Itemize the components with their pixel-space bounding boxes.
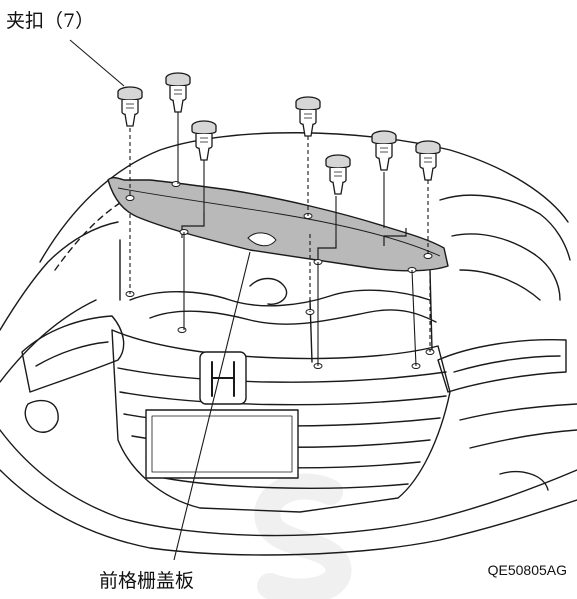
guide-line (427, 180, 431, 352)
emblem-h (211, 361, 235, 397)
fog-lamp-right (499, 471, 549, 491)
grille-slat (163, 477, 409, 489)
engine-bay-line (249, 277, 288, 305)
clip-guide-lines (129, 112, 431, 367)
mount-point (177, 327, 187, 333)
clip (295, 96, 321, 137)
watermark-shape (254, 473, 352, 599)
clip (165, 72, 191, 113)
front-grille-cover (107, 177, 449, 272)
right-headlamp (437, 339, 567, 393)
engine-bay-line (129, 289, 431, 307)
left-fender (0, 221, 119, 331)
clip (117, 86, 143, 127)
cover-bracket-right (383, 228, 407, 246)
engine-bay-line (451, 233, 561, 301)
cover-top-edge (117, 187, 441, 257)
cover-leader-line (173, 251, 251, 561)
engine-bay-line (459, 269, 541, 301)
guide-line (317, 196, 337, 366)
hole (171, 181, 181, 187)
guide-line (183, 160, 205, 330)
bumper-detail (459, 403, 577, 449)
guide-line (383, 172, 417, 367)
grille-slat (117, 367, 447, 383)
right-headlamp-inner (453, 355, 561, 373)
left-headlamp (21, 315, 125, 393)
plate-inner (151, 415, 293, 473)
cover-notch (247, 232, 277, 247)
cover-bracket-mid (317, 240, 337, 262)
clip-leader-line (69, 39, 125, 87)
engine-bay-line (439, 194, 571, 261)
grille-slat (119, 391, 447, 406)
fog-lamp-left (24, 399, 59, 433)
bumper-lower (0, 469, 577, 556)
clip (415, 140, 441, 181)
body-mount-points (125, 291, 435, 369)
engine-bay-line (149, 309, 437, 325)
clip (191, 120, 217, 161)
license-plate (145, 409, 299, 479)
hood-outline (39, 132, 569, 263)
guide-line (307, 136, 311, 312)
clip (325, 154, 351, 195)
hole (423, 253, 433, 259)
left-headlamp-inner (35, 341, 109, 367)
front-bumper (0, 429, 577, 537)
clip-label: 夹扣（7） (6, 10, 95, 32)
grille-cover-label: 前格栅盖板 (99, 570, 195, 592)
clip (371, 130, 397, 171)
hole (125, 195, 135, 201)
figure-code: QE50805AG (487, 562, 567, 578)
left-fender-line (0, 299, 97, 383)
